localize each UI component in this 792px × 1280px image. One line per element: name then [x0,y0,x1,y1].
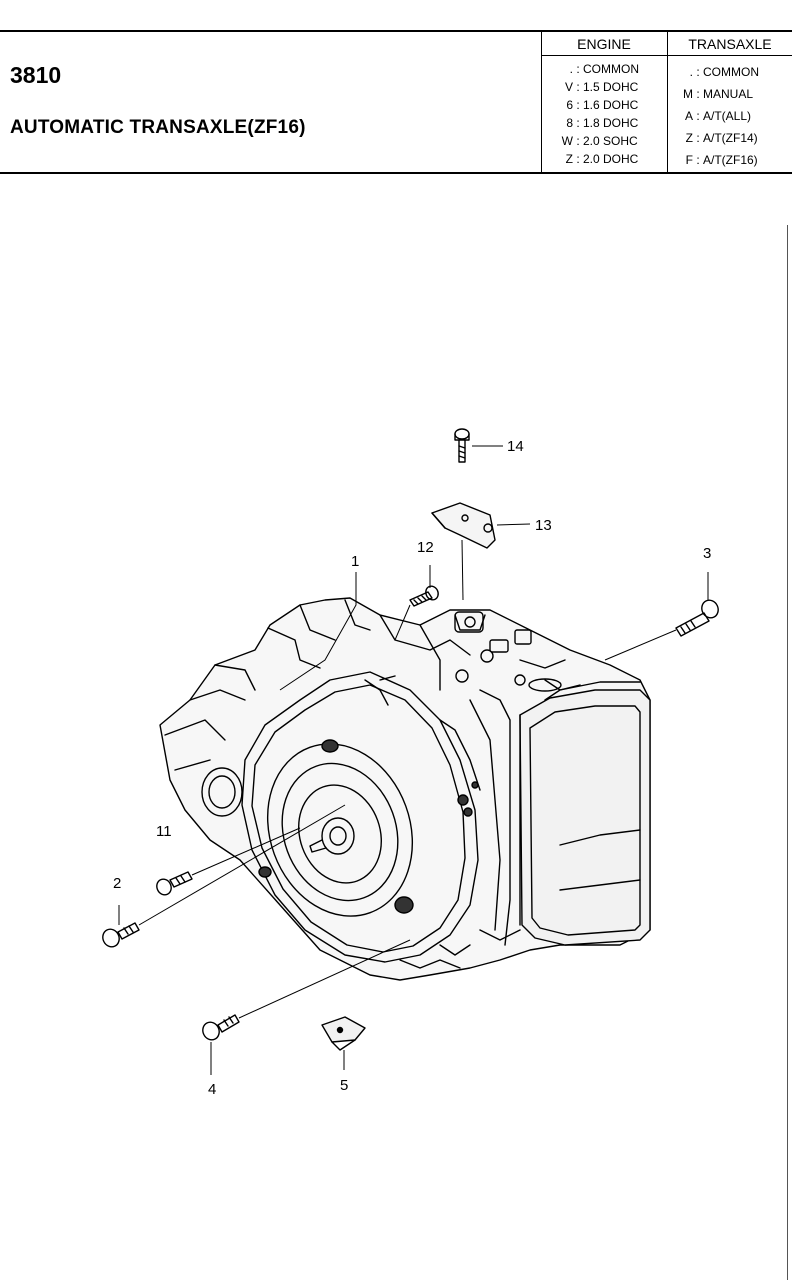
cover-plate-5 [321,1016,366,1051]
engine-row: W:2.0 SOHC [561,134,638,148]
callout-14: 14 [507,438,524,455]
section-code: 3810 [10,62,62,88]
bracket-13 [431,502,496,549]
callout-5: 5 [340,1077,348,1094]
legend-heading-rule [541,55,792,56]
callout-1: 1 [351,553,359,570]
engine-heading: ENGINE [577,36,631,52]
leader-lines [118,445,709,1075]
bolt-14 [454,428,470,463]
legend-table: ENGINE TRANSAXLE .:COMMON V:1.5 DOHC 6:1… [541,32,792,172]
bolt-4 [202,1014,240,1041]
callout-labels: 14 13 12 1 3 11 2 4 5 [113,438,711,1098]
legend-left-border [541,32,542,172]
transaxle-row: A:A/T(ALL) [684,109,752,123]
engine-row: .:COMMON [569,62,639,76]
callout-11: 11 [156,823,172,840]
bolt-2 [102,922,140,948]
transaxle-row: Z:A/T(ZF14) [685,131,758,145]
bolt-12 [409,585,439,607]
engine-row: 8:1.8 DOHC [566,116,639,130]
callout-3: 3 [703,545,711,562]
header-bottom-rule [0,172,792,174]
callout-4: 4 [208,1081,216,1098]
engine-row: V:1.5 DOHC [564,80,639,94]
transaxle-heading: TRANSAXLE [688,36,772,52]
page-edge-line [787,225,788,1280]
callout-2: 2 [113,875,121,892]
header-top-rule [0,30,792,32]
transaxle-row: .:COMMON [689,65,759,79]
engine-row: Z:2.0 DOHC [565,152,639,166]
bolt-3 [675,599,719,637]
bolt-11 [156,871,193,896]
engine-row: 6:1.6 DOHC [566,98,639,112]
legend-column-divider [667,32,668,172]
callout-12: 12 [417,539,434,556]
page-title: AUTOMATIC TRANSAXLE(ZF16) [10,117,306,138]
transaxle-row: F:A/T(ZF16) [685,153,758,167]
transaxle-row: M:MANUAL [683,87,754,101]
oil-pan-cover [519,681,651,946]
callout-13: 13 [535,517,552,534]
